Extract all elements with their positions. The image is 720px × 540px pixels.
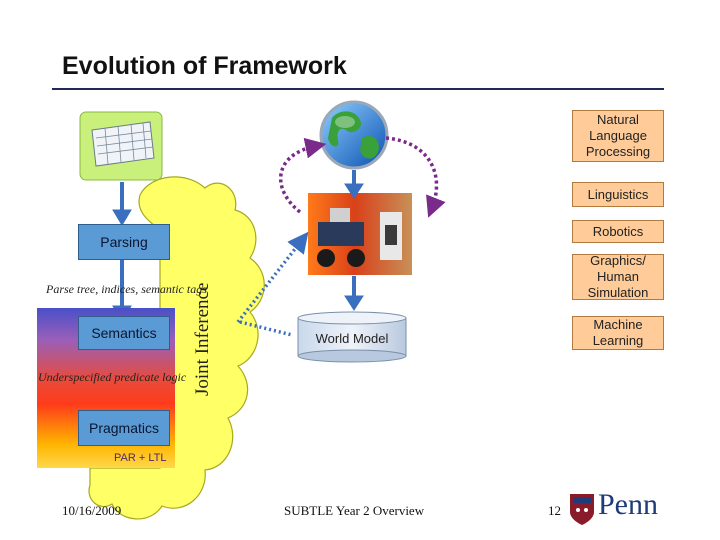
penn-logo-text: Penn bbox=[598, 488, 658, 521]
par-ltl-label: PAR + LTL bbox=[114, 452, 167, 464]
parse-tree-label: Parse tree, indices, semantic tags bbox=[46, 282, 207, 296]
world-model-label: World Model bbox=[315, 331, 389, 346]
keyboard-icon bbox=[79, 111, 163, 181]
underspecified-label: Underspecified predicate logic bbox=[38, 370, 187, 384]
world-model-cylinder bbox=[297, 311, 407, 363]
page-number: 12 bbox=[548, 503, 561, 518]
globe-icon bbox=[319, 100, 389, 170]
pragmatics-box: Pragmatics bbox=[78, 410, 170, 446]
graphics-box: Graphics/ Human Simulation bbox=[572, 253, 664, 300]
footer-date: 10/16/2009 bbox=[62, 503, 122, 518]
joint-inference-label: Joint Inference bbox=[192, 282, 213, 396]
dotted-blue-arrows bbox=[236, 231, 309, 337]
robot-photo bbox=[308, 193, 412, 275]
nlp-box: Natural Language Processing bbox=[572, 110, 664, 162]
robotics-box: Robotics bbox=[572, 220, 664, 243]
title-divider bbox=[52, 88, 664, 90]
footer-title: SUBTLE Year 2 Overview bbox=[284, 503, 425, 518]
dotted-purple-arrows bbox=[278, 136, 446, 218]
penn-shield-icon bbox=[570, 494, 594, 525]
semantics-box: Semantics bbox=[78, 316, 170, 350]
joint-inference-cloud bbox=[88, 176, 265, 520]
machine-learning-box: Machine Learning bbox=[572, 316, 664, 350]
page-title: Evolution of Framework bbox=[62, 52, 347, 80]
parsing-box: Parsing bbox=[78, 224, 170, 260]
linguistics-box: Linguistics bbox=[572, 182, 664, 207]
